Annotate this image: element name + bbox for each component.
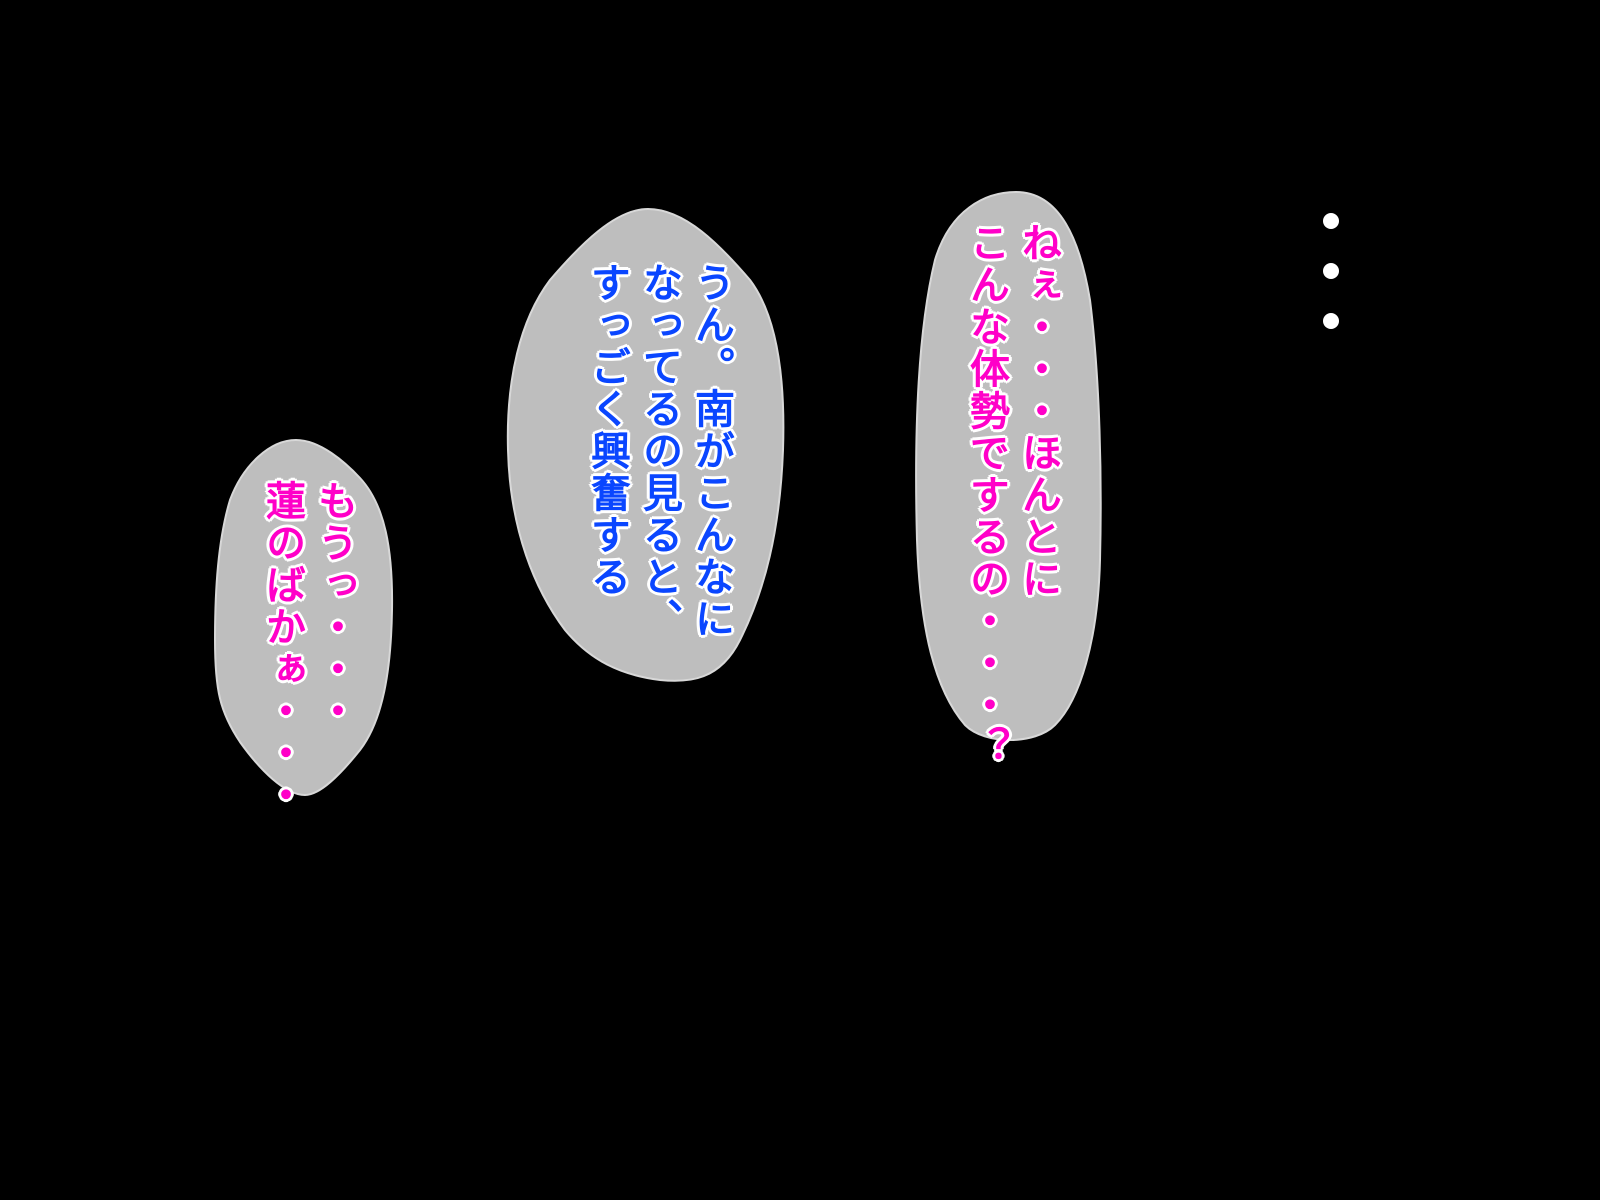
speech-bubble-right — [915, 190, 1102, 741]
dialogue-line: うん。南がこんなに — [688, 262, 734, 640]
dialogue-line: もうっ・・・ — [311, 480, 357, 732]
dialogue-line: なってるの見ると、 — [636, 262, 682, 640]
dialogue-line: すっごく興奮する — [584, 262, 630, 598]
speech-bubble-middle — [506, 207, 785, 682]
dot-icon — [1323, 313, 1339, 329]
dialogue-line: 蓮のばかぁ・・・ — [259, 480, 305, 816]
dialogue-line: こんな体勢でするの・・・？ — [963, 222, 1009, 768]
dialogue-line: ねぇ・・・ほんとに — [1015, 222, 1061, 600]
dot-icon — [1323, 213, 1339, 229]
dot-icon — [1323, 263, 1339, 279]
speech-bubble-left — [213, 438, 394, 797]
